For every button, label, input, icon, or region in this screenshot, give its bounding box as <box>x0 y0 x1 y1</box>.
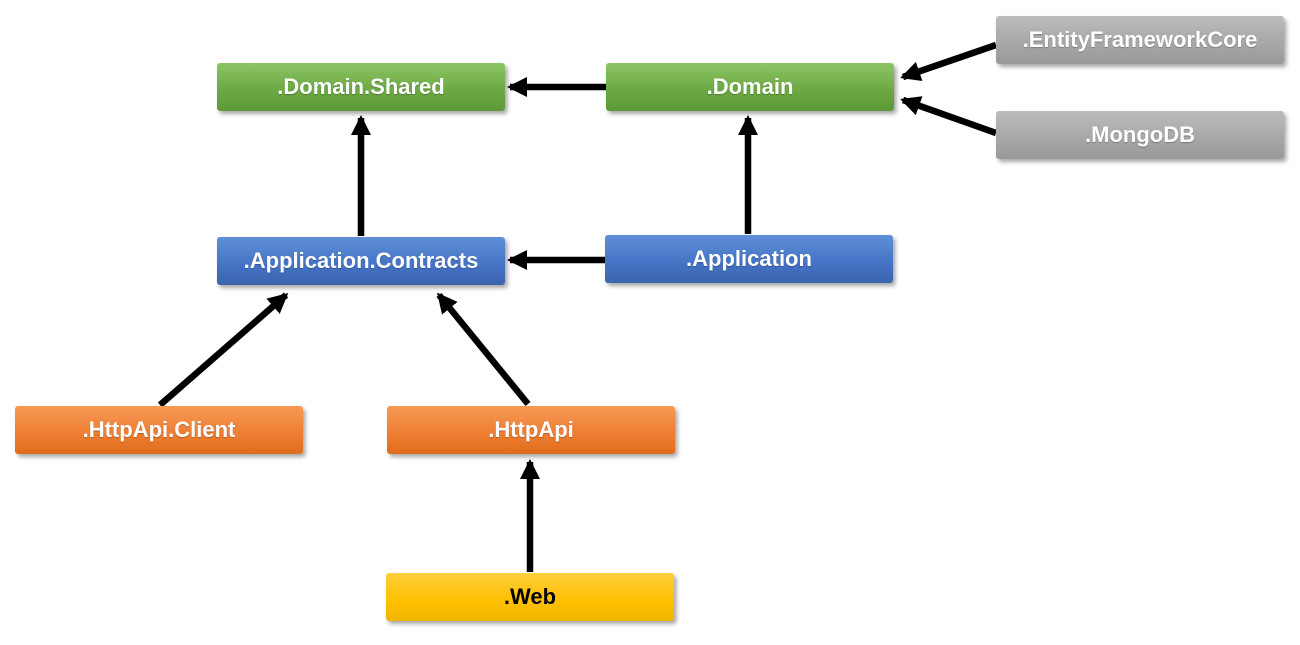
node-httpapi: .HttpApi <box>387 406 675 454</box>
node-web: .Web <box>386 573 674 621</box>
edge-mongodb-to-domain <box>900 96 998 137</box>
node-application: .Application <box>605 235 893 283</box>
node-entity-framework-core: .EntityFrameworkCore <box>996 16 1284 64</box>
edge-httpapi-to-contracts <box>436 292 531 407</box>
node-mongodb: .MongoDB <box>996 111 1284 159</box>
node-application-contracts: .Application.Contracts <box>217 237 505 285</box>
node-domain: .Domain <box>606 63 894 111</box>
edge-httpapi-client-to-contracts <box>157 292 289 408</box>
node-httpapi-client: .HttpApi.Client <box>15 406 303 454</box>
edge-efcore-to-domain <box>900 41 998 81</box>
node-domain-shared: .Domain.Shared <box>217 63 505 111</box>
